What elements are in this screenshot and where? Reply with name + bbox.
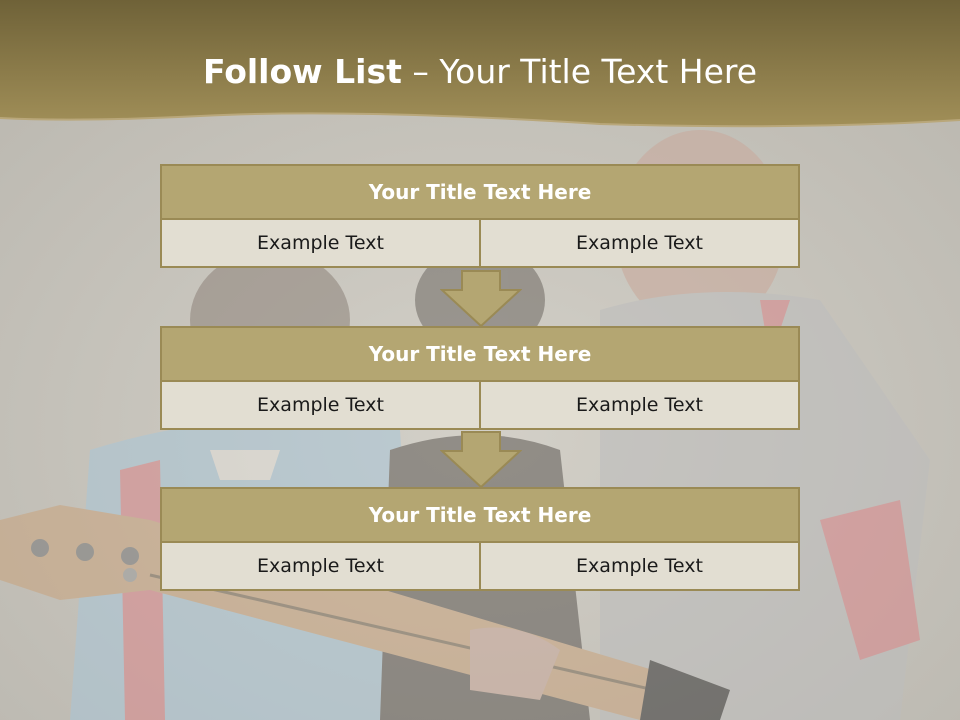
step-title: Your Title Text Here	[160, 164, 800, 220]
down-arrow-icon	[440, 270, 522, 328]
step-cell-left: Example Text	[160, 380, 481, 430]
slide-title-rest: – Your Title Text Here	[401, 52, 758, 91]
step-row: Example Text Example Text	[160, 541, 800, 591]
slide-title-bold: Follow List	[202, 52, 402, 91]
step-cell-right: Example Text	[479, 541, 800, 591]
down-arrow-icon	[440, 431, 522, 489]
step-block-3: Your Title Text Here Example Text Exampl…	[160, 487, 800, 591]
step-block-1: Your Title Text Here Example Text Exampl…	[160, 164, 800, 268]
step-cell-left: Example Text	[160, 541, 481, 591]
step-row: Example Text Example Text	[160, 380, 800, 430]
step-cell-right: Example Text	[479, 218, 800, 268]
step-row: Example Text Example Text	[160, 218, 800, 268]
step-title: Your Title Text Here	[160, 487, 800, 543]
slide-title: Follow List – Your Title Text Here	[0, 52, 960, 91]
step-cell-left: Example Text	[160, 218, 481, 268]
step-cell-right: Example Text	[479, 380, 800, 430]
step-title: Your Title Text Here	[160, 326, 800, 382]
step-block-2: Your Title Text Here Example Text Exampl…	[160, 326, 800, 430]
